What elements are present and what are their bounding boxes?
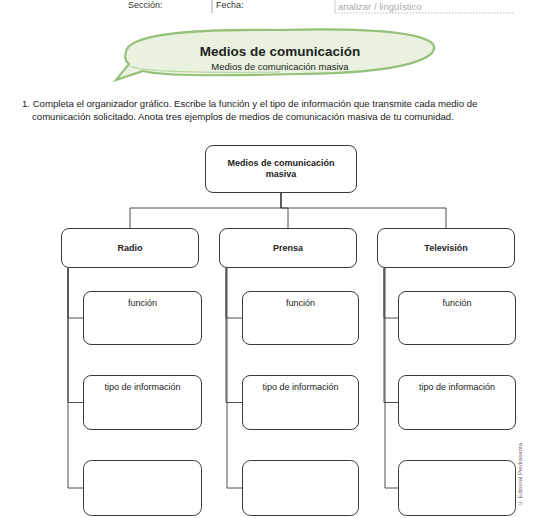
worksheet-title: Medios de comunicación	[130, 44, 430, 59]
connector-line	[226, 268, 242, 403]
answer-box: tipo de información	[398, 375, 516, 430]
answer-box: función	[83, 291, 202, 345]
copyright-watermark: © Editorial Piedrasanta	[517, 443, 527, 506]
box-text: función	[442, 298, 471, 309]
connector-line	[68, 268, 83, 403]
instruction-text: 1. Completa el organizador gráfico. Escr…	[22, 98, 534, 123]
box-text: Prensa	[273, 243, 303, 254]
answer-box	[243, 461, 359, 516]
root-box: Medios de comunicación masiva	[205, 145, 357, 193]
branch-line	[385, 268, 398, 488]
header-separator	[212, 0, 213, 13]
box-text: tipo de información	[104, 382, 180, 393]
connector-line	[281, 193, 288, 228]
box-text: Medios de comunicación masiva	[212, 158, 350, 180]
box-text: función	[128, 298, 157, 309]
box-text: función	[286, 298, 315, 309]
connector-line	[384, 268, 398, 403]
answer-box	[84, 461, 202, 516]
header-dotted-line	[335, 13, 515, 14]
box-text: tipo de información	[262, 382, 338, 393]
branch-line	[227, 268, 242, 488]
answer-box: tipo de información	[242, 375, 359, 430]
branch-line	[68, 268, 83, 488]
answer-box: tipo de información	[83, 375, 202, 430]
answer-box	[399, 461, 516, 516]
category-box: Radio	[61, 228, 199, 268]
category-box: Televisión	[377, 228, 515, 268]
header-separator	[335, 0, 336, 13]
box-text: Radio	[117, 243, 142, 254]
subtitle: Medios de comunicación masiva	[140, 61, 420, 72]
connector-line	[384, 268, 398, 318]
brush-banner	[116, 29, 434, 80]
answer-box: función	[398, 291, 516, 345]
category-box: Prensa	[219, 228, 357, 268]
box-text: Televisión	[424, 243, 467, 254]
answer-box: función	[242, 291, 359, 345]
connector-line	[68, 268, 83, 318]
connector-line	[130, 193, 281, 228]
connector-line	[281, 193, 446, 228]
form-field-label: Fecha:	[216, 0, 296, 10]
connector-line	[226, 268, 242, 318]
box-text: tipo de información	[419, 382, 495, 393]
form-field-label: Sección:	[128, 0, 208, 10]
skill-tag: analizar / lingüístico	[338, 1, 508, 12]
